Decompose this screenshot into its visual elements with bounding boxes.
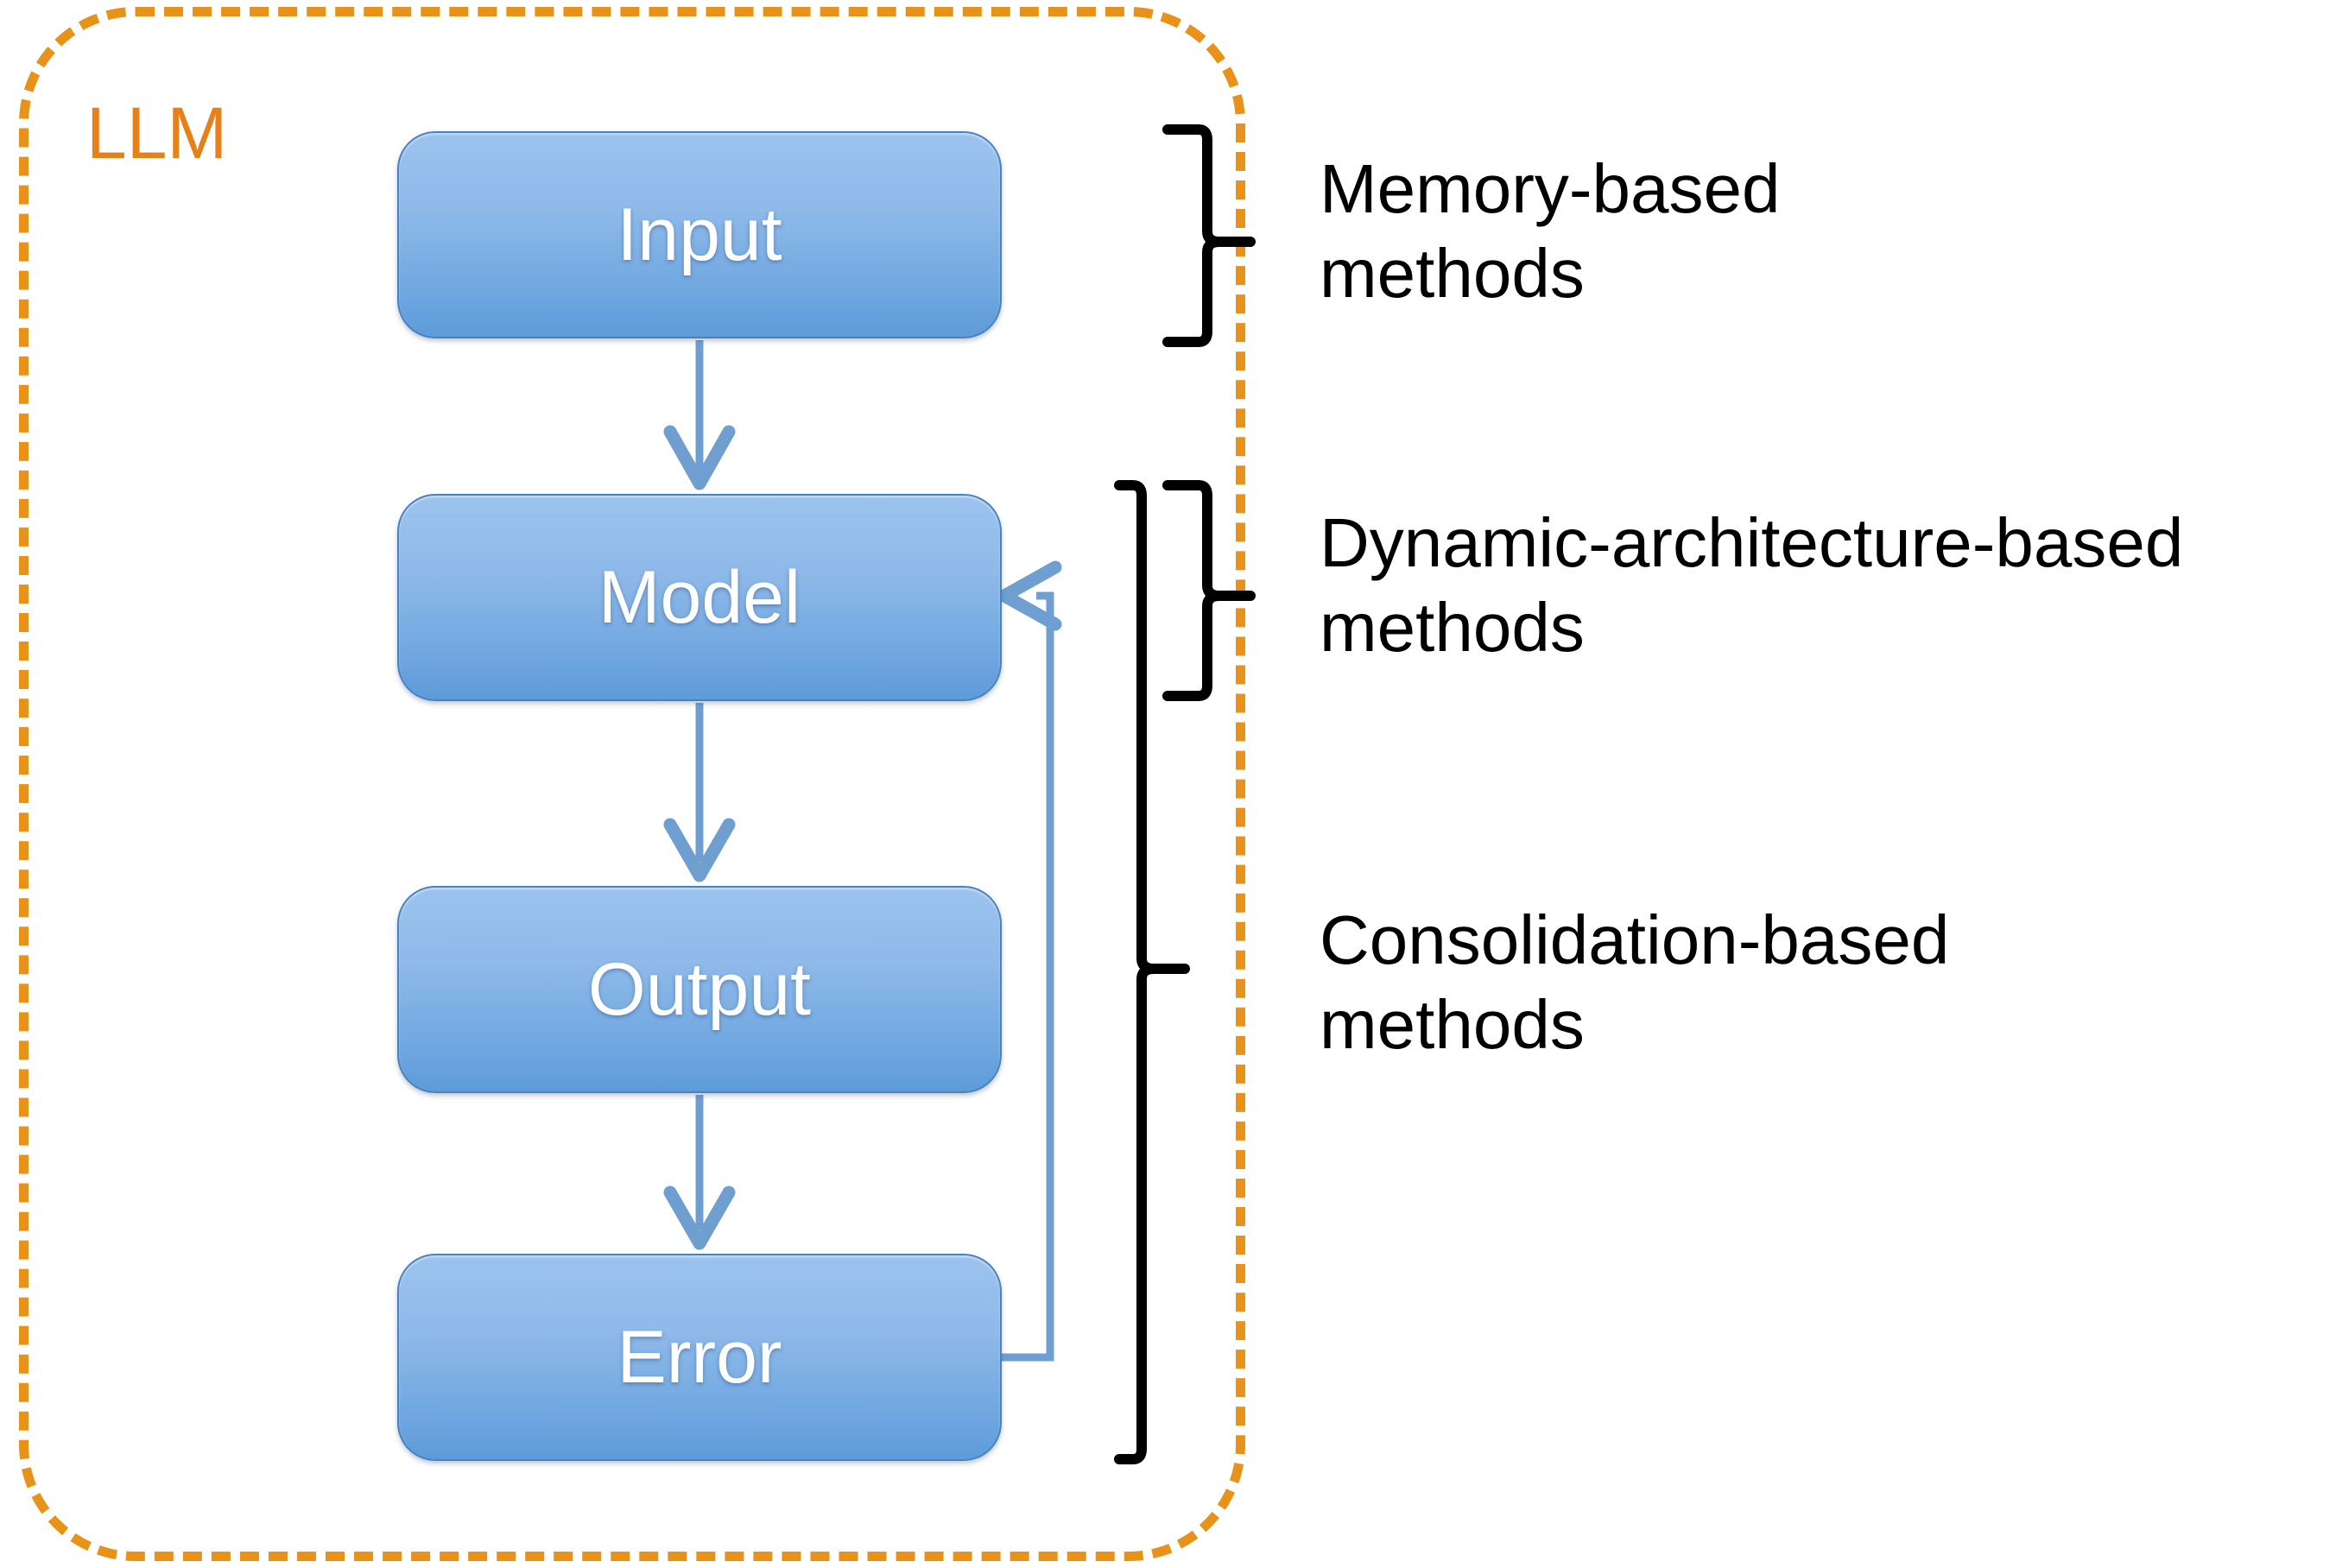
node-error-label: Error	[617, 1316, 782, 1399]
llm-boundary	[19, 7, 1245, 1561]
group-label-dynamic-architecture-based: Dynamic-architecture-based methods	[1320, 504, 2184, 666]
node-input[interactable]: Input	[397, 131, 1002, 338]
node-output-label: Output	[587, 948, 812, 1031]
node-error[interactable]: Error	[397, 1254, 1002, 1461]
group-label-consolidation-based: Consolidation-based methods	[1320, 901, 1950, 1063]
node-input-label: Input	[617, 193, 782, 276]
node-model-label: Model	[598, 556, 801, 639]
node-model[interactable]: Model	[397, 494, 1002, 701]
group-label-memory-based: Memory-based methods	[1320, 150, 1781, 312]
llm-boundary-label: LLM	[86, 92, 228, 174]
node-output[interactable]: Output	[397, 886, 1002, 1093]
